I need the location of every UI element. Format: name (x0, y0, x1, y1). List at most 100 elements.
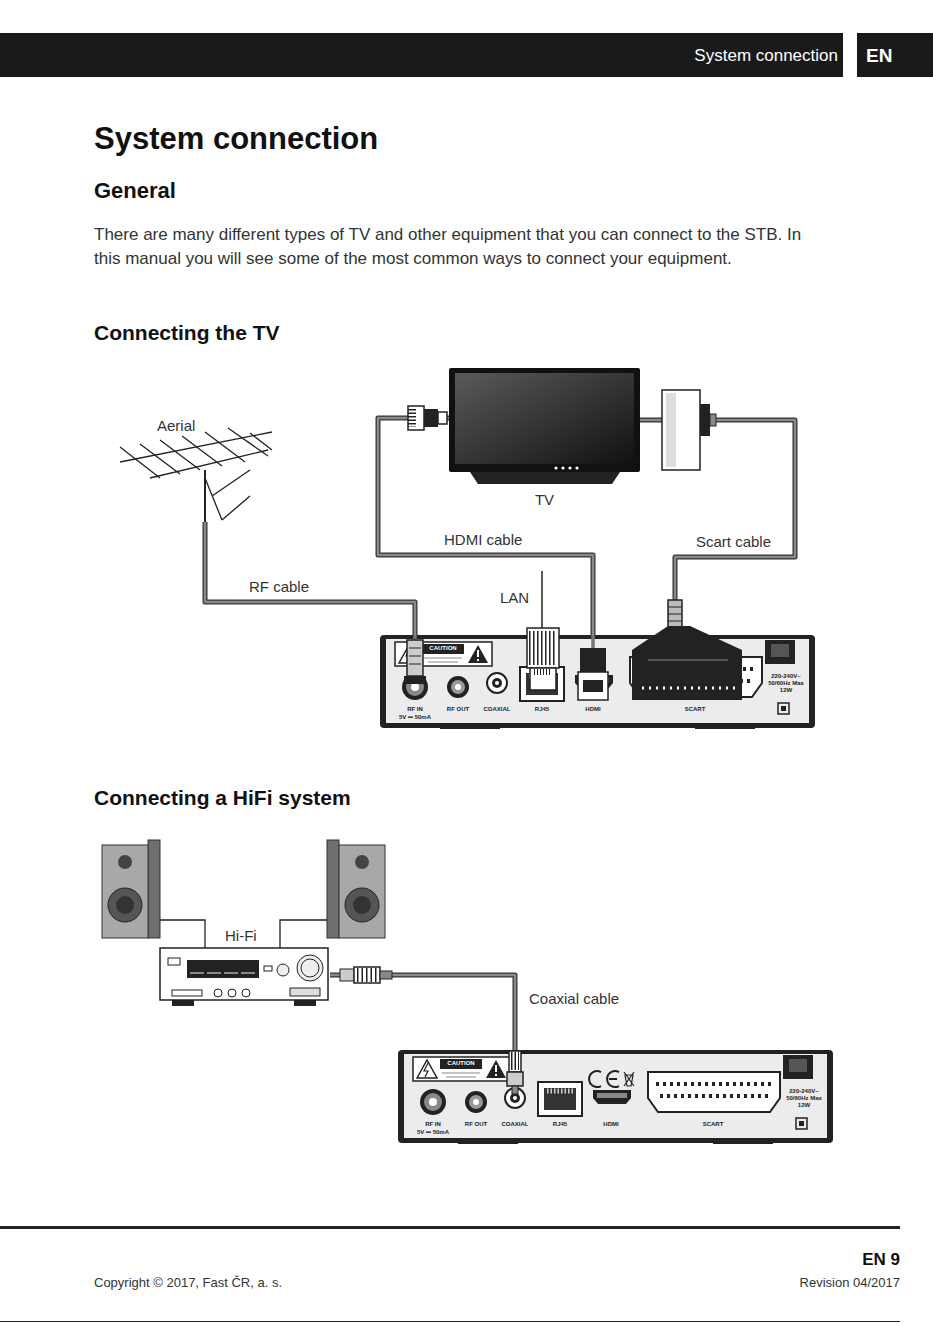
speaker-left-part (108, 888, 142, 922)
hdmi-plug-stb-part (583, 680, 603, 692)
footer-rule-part (0, 1321, 900, 1322)
hdmi-plug-stb (578, 635, 608, 700)
scart-plug-tv-part (666, 393, 676, 467)
tv-drawing-part (561, 466, 564, 469)
cable-connector (330, 975, 515, 1050)
ce-mark (589, 1071, 634, 1087)
coax-plug-hifi-part (380, 971, 392, 979)
speaker-left-part (118, 855, 132, 869)
lan-cable-part (529, 631, 557, 665)
aerial-drawing-part (250, 433, 272, 450)
hifi-amplifier-part (214, 989, 222, 997)
hdmi-plug-tv-part (408, 406, 424, 430)
scart-plug-stb-part (668, 600, 682, 627)
section-heading: General (94, 178, 176, 204)
aerial-drawing-part (205, 470, 250, 520)
speaker-right (327, 840, 385, 938)
header-bar (0, 33, 933, 77)
port-label: RJ45 (553, 1121, 567, 1127)
cable-label: LAN (500, 589, 529, 606)
hdmi-plug-tv-part (408, 409, 416, 427)
rf-plug-part (409, 648, 421, 649)
aerial: Aerial (118, 414, 278, 522)
speaker-wire-part (160, 920, 205, 948)
cable-label: Scart cable (695, 533, 772, 550)
aerial-drawing-part (204, 470, 206, 522)
hifi-amplifier-part (294, 1000, 316, 1006)
rf-plug-part (409, 656, 421, 657)
speaker-right-part (327, 840, 339, 938)
lan-cable-part (534, 669, 552, 675)
footer-rule (0, 1226, 900, 1322)
caution-label: CAUTION (447, 1060, 474, 1066)
cable-connector-part (330, 975, 515, 1050)
hifi-amplifier-part (228, 989, 236, 997)
rf-plug-part (407, 640, 423, 676)
header-bar-part (0, 33, 843, 77)
set-top-box: CAUTIONRF IN5V ⎓ 50mARF OUTCOAXIALRJ45HD… (380, 635, 815, 728)
scart-plug-stb-part (648, 659, 728, 661)
scart-plug-tv-part (700, 404, 710, 436)
port-rating: 5V ⎓ 50mA (399, 714, 431, 721)
port-label: RF IN (425, 1121, 441, 1127)
cable-connector (205, 522, 415, 635)
hdmi-plug-tv-part (438, 412, 447, 424)
lan-cable-part (541, 571, 543, 629)
coax-plug-stb (507, 1051, 523, 1094)
footer-rule-part (0, 1226, 900, 1229)
coax-plug-stb-part (507, 1072, 523, 1086)
hifi-amplifier-part (242, 989, 250, 997)
coax-plug-stb-part (512, 1086, 518, 1094)
speaker-wire-part (280, 920, 327, 948)
cable-label: HDMI cable (443, 531, 523, 548)
port-label: RJ45 (535, 706, 549, 712)
port-label: RF IN (407, 706, 423, 712)
speaker-left-part (148, 840, 160, 938)
scart-plug-stb-part (668, 607, 682, 608)
coax-plug-stb-part (511, 1052, 519, 1070)
speaker-right-part (355, 855, 369, 869)
speaker-right-part (345, 888, 379, 922)
revision-note: Revision 04/2017 (800, 1275, 900, 1290)
scart-plug-stb-part (668, 621, 682, 622)
rf-plug-part (404, 676, 426, 684)
hifi-amplifier-part (301, 959, 319, 977)
cable-label: RF cable (248, 578, 310, 595)
section-heading: Connecting a HiFi system (94, 786, 351, 810)
scart-plug-stb-part (642, 687, 735, 690)
body-paragraph: There are many different types of TV and… (94, 223, 809, 271)
coax-plug-hifi-part (357, 968, 378, 982)
hifi-amplifier-part (190, 972, 256, 974)
hifi-amplifier-part (264, 966, 272, 971)
hdmi-plug-stb-part (591, 635, 595, 649)
language-tab: EN (866, 45, 892, 67)
ce-mark-part (589, 1071, 601, 1087)
tv-drawing-part (575, 466, 578, 469)
cable-connector-part (330, 975, 515, 1050)
lan-cable-part (530, 668, 556, 690)
hifi-amplifier-part (160, 948, 328, 1000)
port-label: SCART (685, 706, 706, 712)
hifi-amplifier-part (290, 988, 320, 996)
tv-drawing-part (449, 368, 640, 472)
ce-mark-part (624, 1072, 634, 1086)
scart-plug-stb (632, 600, 742, 700)
speaker-left (102, 840, 160, 938)
speaker-left-part (116, 896, 134, 914)
cable-connector-part (205, 522, 415, 635)
hdmi-plug-stb-part (580, 648, 606, 672)
aerial-drawing-part (205, 432, 245, 462)
port-label: HDMI (585, 706, 600, 712)
port-label: HDMI (603, 1121, 618, 1127)
tv-drawing-part (568, 466, 571, 469)
hdmi-plug-stb-part (578, 672, 608, 700)
lan-cable (527, 571, 559, 690)
scart-plug-tv-part (710, 414, 716, 426)
hdmi-plug-tv-part (424, 409, 438, 427)
port-label: SCART (703, 1121, 724, 1127)
hifi-amplifier-part (172, 1000, 194, 1006)
scart-plug-tv-part (662, 390, 700, 470)
cable-connector-part (205, 522, 415, 635)
tv-drawing (449, 368, 640, 484)
